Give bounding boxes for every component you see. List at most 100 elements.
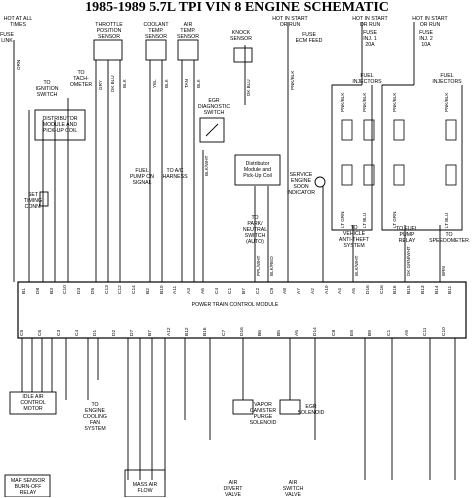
wire-dist-1: PPL/WHT [256,255,261,276]
wire-cts-1: YEL [152,79,157,88]
maf-sensor-label: MAF SENSOR BURN-OFF RELAY [10,478,46,496]
pcm-pin-bottom: D14 [313,327,319,336]
wire-ecm-feed: PNK/BLK [290,70,295,90]
pcm-pin-bottom: C1 [386,329,392,336]
wire-mat-2: BLK [196,79,201,88]
pcm-bottom-wires [21,338,456,480]
wire-inj-b1: PNK/BLK [392,92,397,112]
pcm-pin-top: B13 [420,285,426,294]
pcm-pin-top: C13 [104,285,110,294]
pcm-pin-top: A6 [200,288,206,294]
service-engine-label: SERVICE ENGINE SOON INDICATOR [286,172,316,196]
coolant-sensor-label: COOLANT TEMP. SENSOR [143,22,169,40]
fuel-injectors-1-label: FUEL INJECTORS [352,73,382,85]
hot-start-run-3-label: HOT IN START OR RUN [412,16,448,28]
pcm-pin-top: B7 [242,288,247,294]
wire-inj-b2: PNK/BLK [444,92,449,112]
pcm-pin-bottom: B16 [203,327,209,336]
sensor-wires [34,39,281,207]
pcm-pin-bottom: D2 [111,329,117,336]
fuse-inj1-label: FUSE INJ. 1 20A [363,30,377,48]
wire-tps-3: BLK [122,79,127,88]
pcm-pin-top: D3 [77,287,82,294]
pcm-top-wires [13,40,441,282]
pcm-pin-top: A5 [352,288,357,294]
pcm-pin-top: C4 [214,287,220,294]
pcm-pin-top: A2 [310,288,316,294]
pcm-pin-top: D8 [35,287,41,294]
vapor-canister-label: VAPOR CANISTER PURGE SOLENOID [249,402,277,426]
pcm-pin-top: C9 [269,287,275,294]
pcm-pin-bottom: C3 [56,329,62,336]
to-tach-label: TO TACH- OMETER [69,70,93,88]
wire-tps-2: DK BLU [110,75,115,92]
pcm-pin-bottom: B12 [185,327,190,336]
pcm-pin-top: B14 [434,285,440,294]
wire-tps-1: GRY [98,80,103,90]
pcm-pin-top: C16 [379,285,385,294]
injector-coils [341,119,457,186]
idle-air-box: IDLE AIR CONTROL MOTOR [20,394,46,412]
wire-inj-a3: LT GRN [340,211,345,228]
pcm-pin-top: B10 [159,285,165,294]
fuse-inj2-label: FUSE INJ. 2 10A [419,30,433,48]
distributor-module-box: DISTRIBUTOR MODULE AND PICK-UP COIL [42,116,78,134]
knock-sensor-label: KNOCK SENSOR [230,30,252,42]
fuel-pump-signal-label: FUEL PUMP ON SIGNAL [129,168,155,186]
wire-inj-a4: LT BLU [362,212,367,228]
to-ac-label: TO A/C HARNESS [162,168,188,180]
pcm-pin-top: D5 [90,287,96,294]
pcm-pin-bottom: A9 [405,330,410,336]
pcm-pin-top: B11 [448,285,454,294]
page-title: 1985-1989 5.7L TPI VIN 8 ENGINE SCHEMATI… [85,0,389,15]
pcm-pin-bottom: C4 [75,329,80,336]
pcm-pin-bottom: A12 [166,327,172,336]
hot-start-run-2-label: HOT IN START OR RUN [352,16,388,28]
pcm-pin-top: C2 [255,287,261,294]
fuse-link-label: FUSE LINK [0,32,14,44]
pcm-pin-bottom: B9 [368,330,374,336]
pcm-pin-top: A3 [187,288,192,294]
pcm-pin-top: A8 [283,288,289,294]
pcm-pin-top: C12 [118,285,124,294]
wire-speedo: BRN [441,266,446,276]
pcm-pin-bottom: C8 [331,329,337,336]
pcm-label: POWER TRAIN CONTROL MODULE [191,302,279,308]
egr-sensor-label: EGR DIAGNOSTIC SWITCH [197,98,231,116]
wire-anti-theft: BLK/WHT [354,255,359,276]
to-vehicle-label: TO VEHICLE ANTI-THEFT SYSTEM [338,225,370,249]
pcm-pin-bottom: D7 [130,329,135,336]
pcm-pin-bottom: C10 [441,327,447,336]
pcm-pin-top: A11 [173,285,179,294]
wire-inj-b4: LT BLU [444,212,449,228]
wire-fuse-link: ORN [16,59,21,70]
service-lamp [314,176,326,188]
pcm-pin-top: C1 [228,287,234,294]
distributor-module-2-box: Distributor Module and Pick-Up Coil [243,161,272,179]
pcm-box [17,281,467,339]
pcm-pin-bottom: B6 [258,330,264,336]
wire-fuel-pump-relay: DK GRN/WHT [406,246,411,276]
to-engine-fan-label: TO ENGINE COOLING FAN SYSTEM [83,402,107,432]
pcm-pin-top: B16 [393,285,399,294]
pcm-pin-top: B15 [407,285,412,294]
pcm-pin-bottom: E8 [350,330,355,336]
pcm-pin-top: A7 [297,288,302,294]
pcm-pin-top: A4 [338,288,344,294]
wire-egr: BLK/WHT [204,155,209,176]
to-fuel-pump-label: TO FUEL PUMP RELAY [396,226,418,244]
pcm-pin-top: B3 [49,288,55,294]
pcm-pin-top: A10 [324,285,330,294]
fuse-wires [287,22,463,231]
air-divert-label: AIR DIVERT VALVE [223,480,243,498]
wire-mat-1: TAN [184,79,189,88]
to-ignition-label: TO IGNITION SWITCH [35,80,59,98]
air-temp-sensor-label: AIR TEMP. SENSOR [177,22,199,40]
throttle-sensor-label: THROTTLE POSITION SENSOR [95,22,123,40]
pcm-pin-bottom: C5 [20,329,25,336]
pcm-pin-top: B2 [145,288,151,294]
wire-inj-a2: PNK/BLK [362,92,367,112]
to-speedometer-label: TO SPEEDOMETER [429,232,469,244]
wire-dist-2: BLK/RED [269,256,274,276]
